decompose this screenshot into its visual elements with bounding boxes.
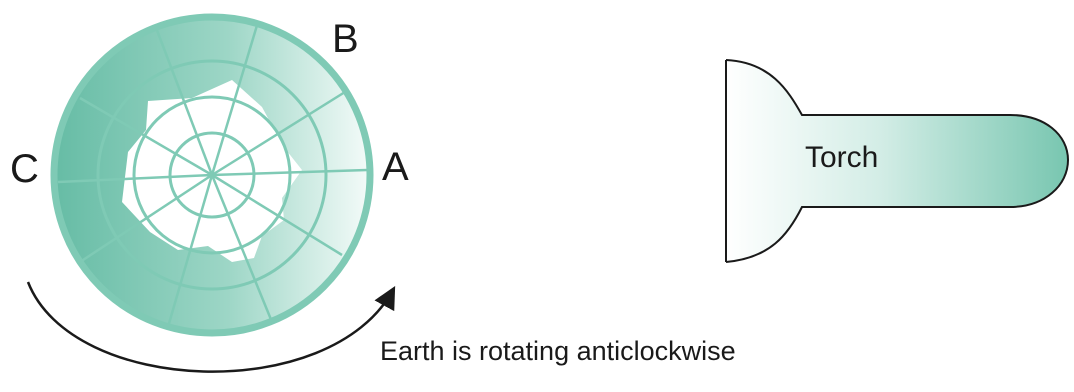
point-b-label: B: [332, 17, 359, 61]
torch-icon: [725, 59, 1070, 263]
point-c-label: C: [10, 147, 39, 191]
torch-label: Torch: [805, 141, 878, 174]
point-a-label: A: [382, 145, 409, 189]
latitude-rings: [96, 59, 328, 291]
meridian-lines: [57, 21, 368, 328]
rotation-caption: Earth is rotating anticlockwise: [380, 336, 736, 366]
earth-globe-icon: [50, 13, 374, 337]
curved-arrow-icon: [26, 281, 396, 373]
